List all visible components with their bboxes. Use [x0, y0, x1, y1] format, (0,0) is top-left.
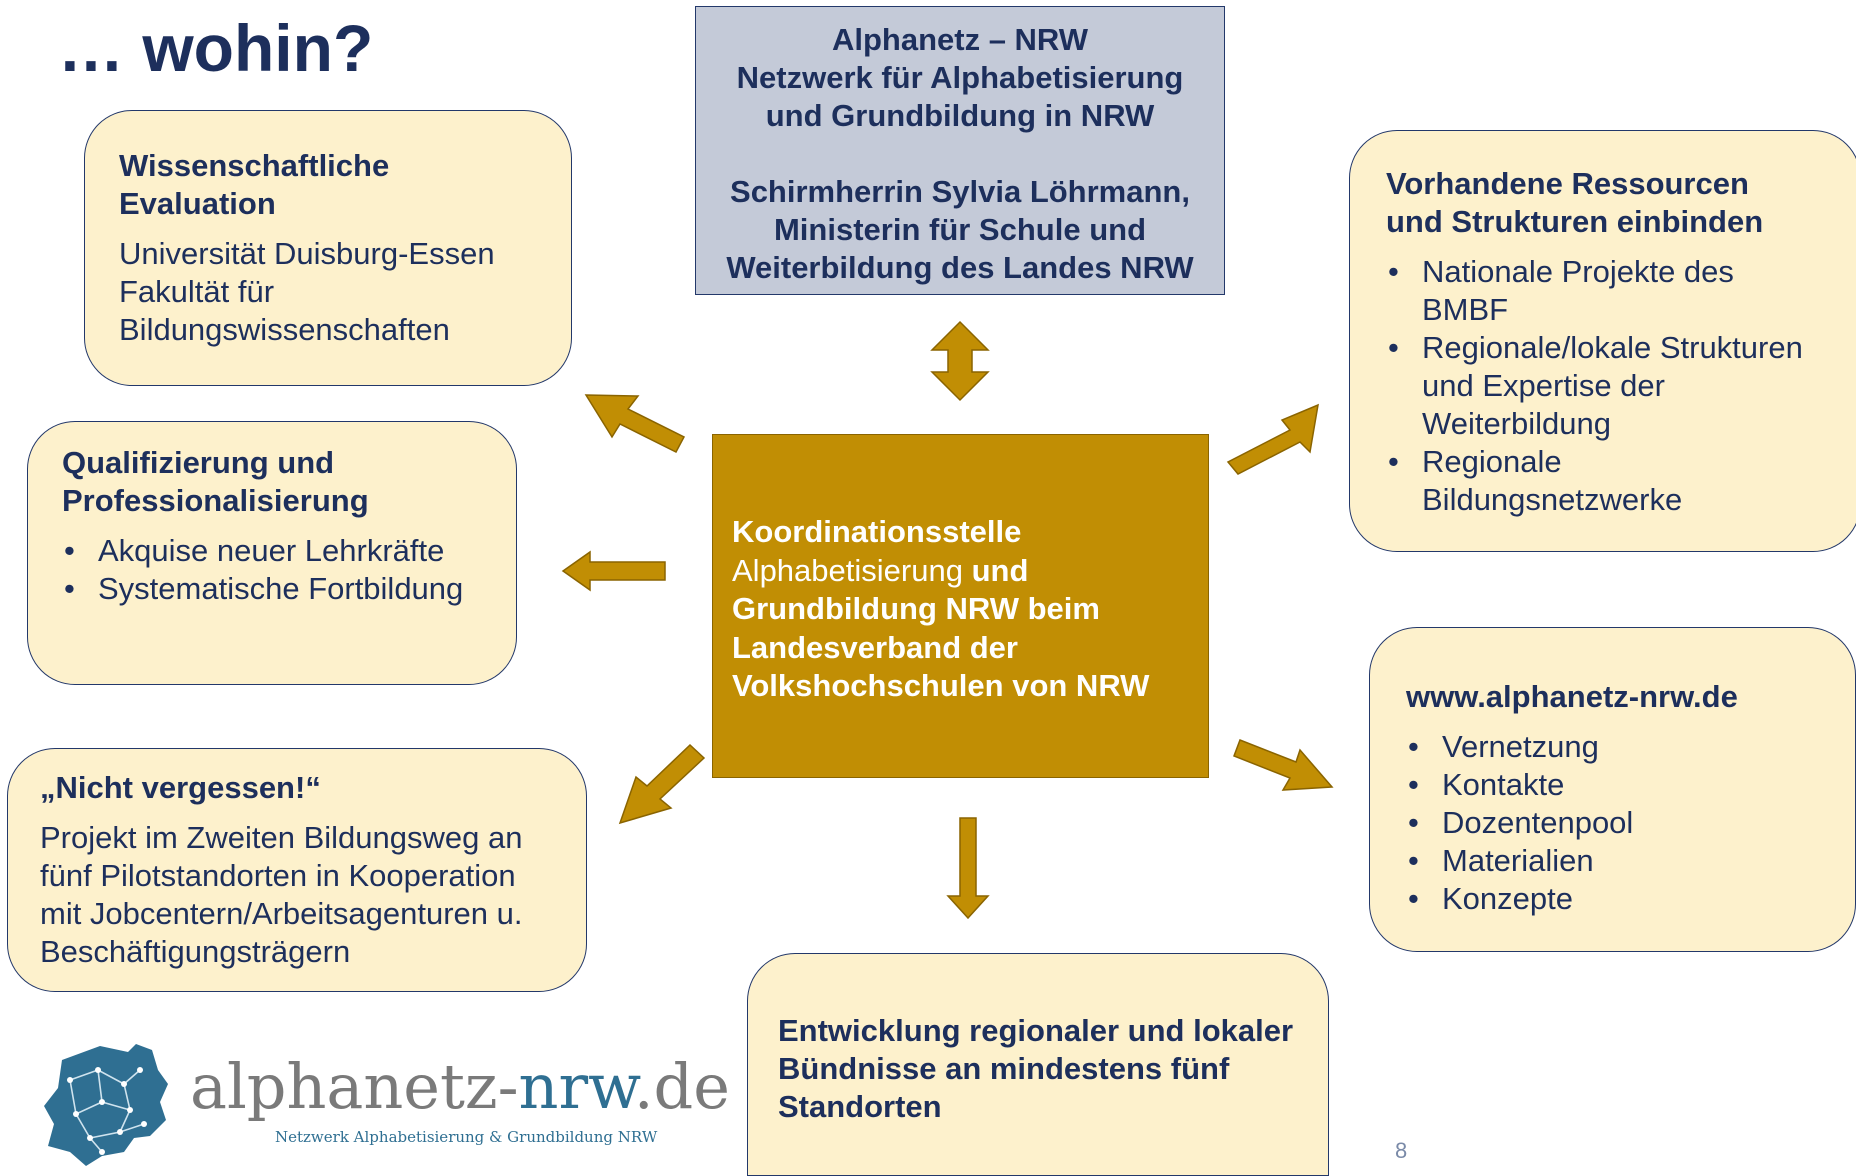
website-item: Vernetzung — [1406, 728, 1835, 766]
alphanetz-logo: alphanetz-nrw.de Netzwerk Alphabetisieru… — [40, 1040, 730, 1170]
arrow-to-website — [1233, 739, 1334, 791]
center-bold-4: Landesverband der — [732, 629, 1018, 665]
slide-title: … wohin? — [58, 11, 374, 85]
center-normal-1: Alphabetisierung — [732, 552, 963, 588]
alliances-heading: Entwicklung regionaler und lokaler Bündn… — [778, 1013, 1294, 1124]
center-bold-2: und — [971, 552, 1029, 588]
qualification-box: Qualifizierung und Professionalisierung … — [27, 421, 517, 685]
evaluation-line-2: Fakultät für — [119, 274, 275, 309]
qualification-list: Akquise neuer Lehrkräfte Systematische F… — [62, 532, 482, 608]
arrow-to-evaluation — [584, 394, 686, 453]
evaluation-box: Wissenschaftliche Evaluation Universität… — [84, 110, 572, 386]
project-box: „Nicht vergessen!“ Projekt im Zweiten Bi… — [7, 748, 587, 992]
resources-item: Regionale Bildungsnetzwerke — [1386, 443, 1816, 519]
alliances-box: Entwicklung regionaler und lokaler Bündn… — [747, 953, 1329, 1176]
resources-item: Nationale Projekte des BMBF — [1386, 253, 1816, 329]
network-description: Netzwerk für Alphabetisierung und Grundb… — [736, 60, 1184, 133]
arrow-to-project — [618, 743, 706, 825]
website-item: Materialien — [1406, 842, 1835, 880]
evaluation-line-1: Universität Duisburg-Essen — [119, 236, 495, 271]
resources-box: Vorhandene Ressourcen und Strukturen ein… — [1349, 130, 1856, 552]
network-header-box: Alphanetz – NRW Netzwerk für Alphabetisi… — [695, 6, 1225, 295]
coordination-office-box: Koordinationsstelle Alphabetisierung und… — [712, 434, 1209, 778]
center-bold-3: Grundbildung NRW beim — [732, 591, 1100, 626]
qualification-item: Akquise neuer Lehrkräfte — [62, 532, 482, 570]
project-text: Projekt im Zweiten Bildungsweg an fünf P… — [40, 820, 523, 969]
website-item: Konzepte — [1406, 880, 1835, 918]
arrow-to-qualification — [561, 550, 666, 592]
website-item: Dozentenpool — [1406, 804, 1835, 842]
logo-subtitle: Netzwerk Alphabetisierung & Grundbildung… — [275, 1128, 658, 1146]
arrow-to-resources — [1226, 403, 1319, 475]
page-number: 8 — [1395, 1138, 1408, 1163]
qualification-heading: Qualifizierung und Professionalisierung — [62, 445, 369, 518]
website-list: Vernetzung Kontakte Dozentenpool Materia… — [1406, 728, 1835, 918]
project-heading: „Nicht vergessen!“ — [40, 770, 321, 805]
evaluation-line-3: Bildungswissenschaften — [119, 312, 450, 347]
website-heading: www.alphanetz-nrw.de — [1406, 679, 1738, 714]
center-bold-5: Volkshochschulen von NRW — [732, 668, 1150, 703]
arrow-to-alliances — [946, 817, 990, 920]
resources-list: Nationale Projekte des BMBF Regionale/lo… — [1386, 253, 1816, 519]
nrw-map-icon — [44, 1044, 168, 1166]
resources-item: Regionale/lokale Strukturen und Expertis… — [1386, 329, 1816, 443]
website-item: Kontakte — [1406, 766, 1835, 804]
network-name: Alphanetz – NRW — [831, 22, 1089, 57]
double-arrow-up-down — [930, 320, 990, 402]
evaluation-heading: Wissenschaftliche Evaluation — [119, 148, 390, 221]
logo-wordmark: alphanetz-nrw.de — [190, 1050, 730, 1123]
center-bold-1: Koordinationsstelle — [732, 514, 1022, 549]
resources-heading: Vorhandene Ressourcen und Strukturen ein… — [1386, 166, 1764, 239]
patron-text: Schirmherrin Sylvia Löhrmann, Ministerin… — [726, 174, 1194, 285]
website-box: www.alphanetz-nrw.de Vernetzung Kontakte… — [1369, 627, 1856, 952]
qualification-item: Systematische Fortbildung — [62, 570, 482, 608]
